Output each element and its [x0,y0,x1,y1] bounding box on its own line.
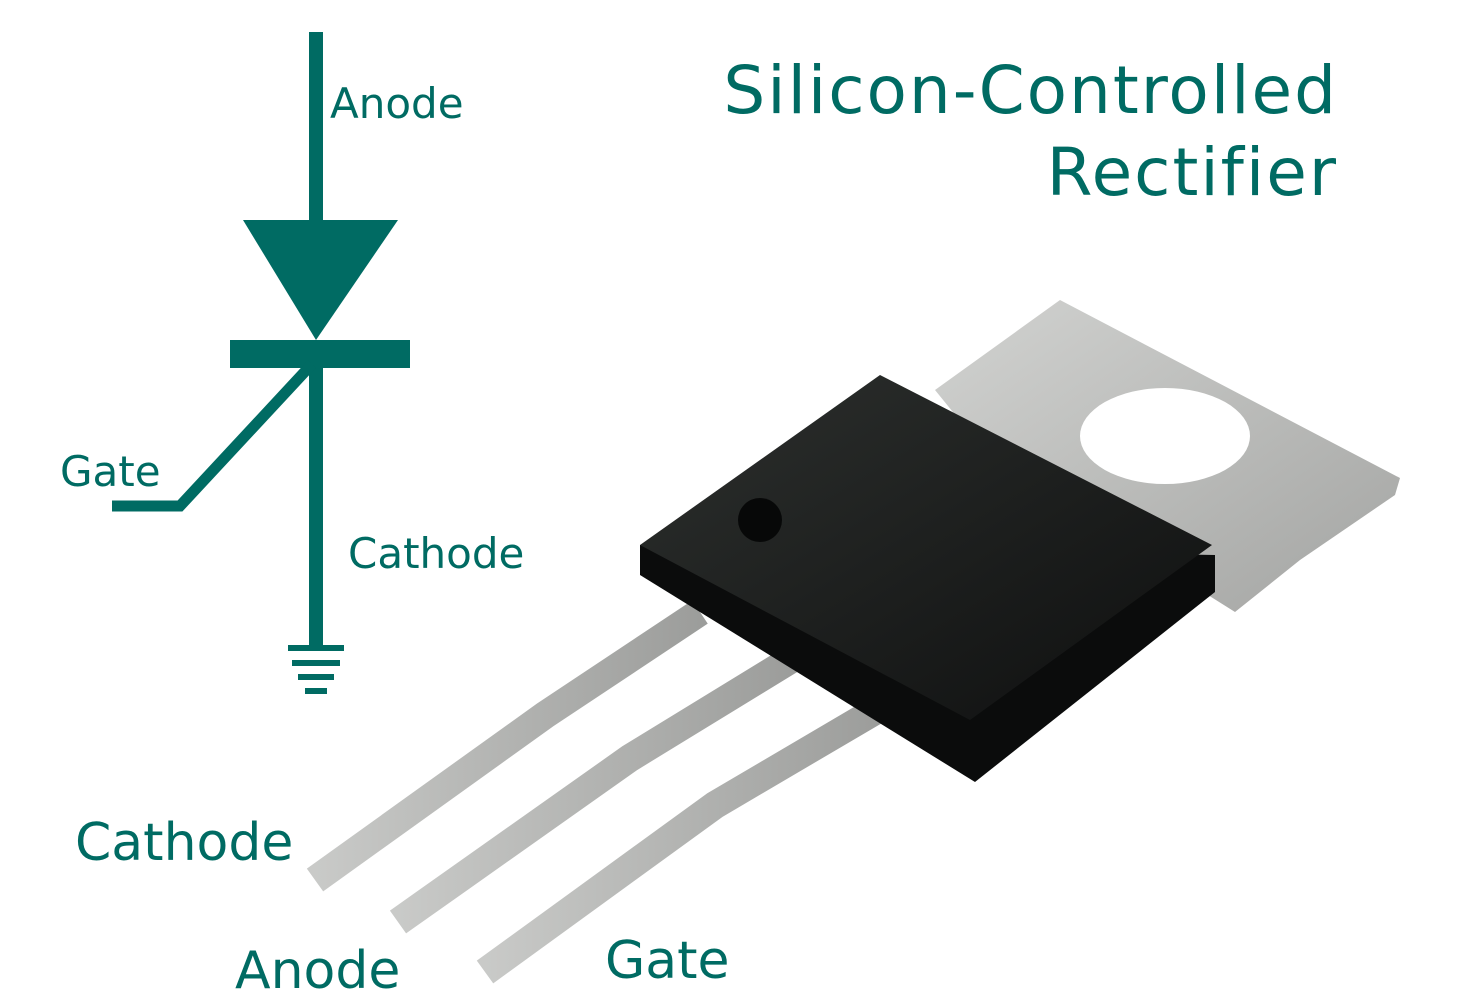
scr-symbol [112,32,410,694]
pin-leads [306,600,888,984]
symbol-gate-label: Gate [60,447,161,496]
pin-cathode-label: Cathode [75,813,293,873]
pin-anode-label: Anode [235,941,400,1001]
symbol-cathode-label: Cathode [348,529,524,578]
title-line-2: Rectifier [1047,134,1338,211]
cathode-bar [230,340,410,368]
symbol-anode-label: Anode [330,79,464,128]
anode-pin [389,648,798,934]
gate-pin [476,695,888,984]
cathode-pin [306,600,708,892]
plastic-body-top [640,375,1212,720]
pin-gate-label: Gate [605,931,730,991]
title-line-1: Silicon-Controlled [723,52,1338,129]
diode-triangle [243,220,398,340]
ground-icon [288,645,344,694]
scr-component-illustration [306,300,1400,984]
mounting-hole [1080,388,1250,484]
gate-lead-line [112,360,317,512]
body-dot [738,498,782,542]
